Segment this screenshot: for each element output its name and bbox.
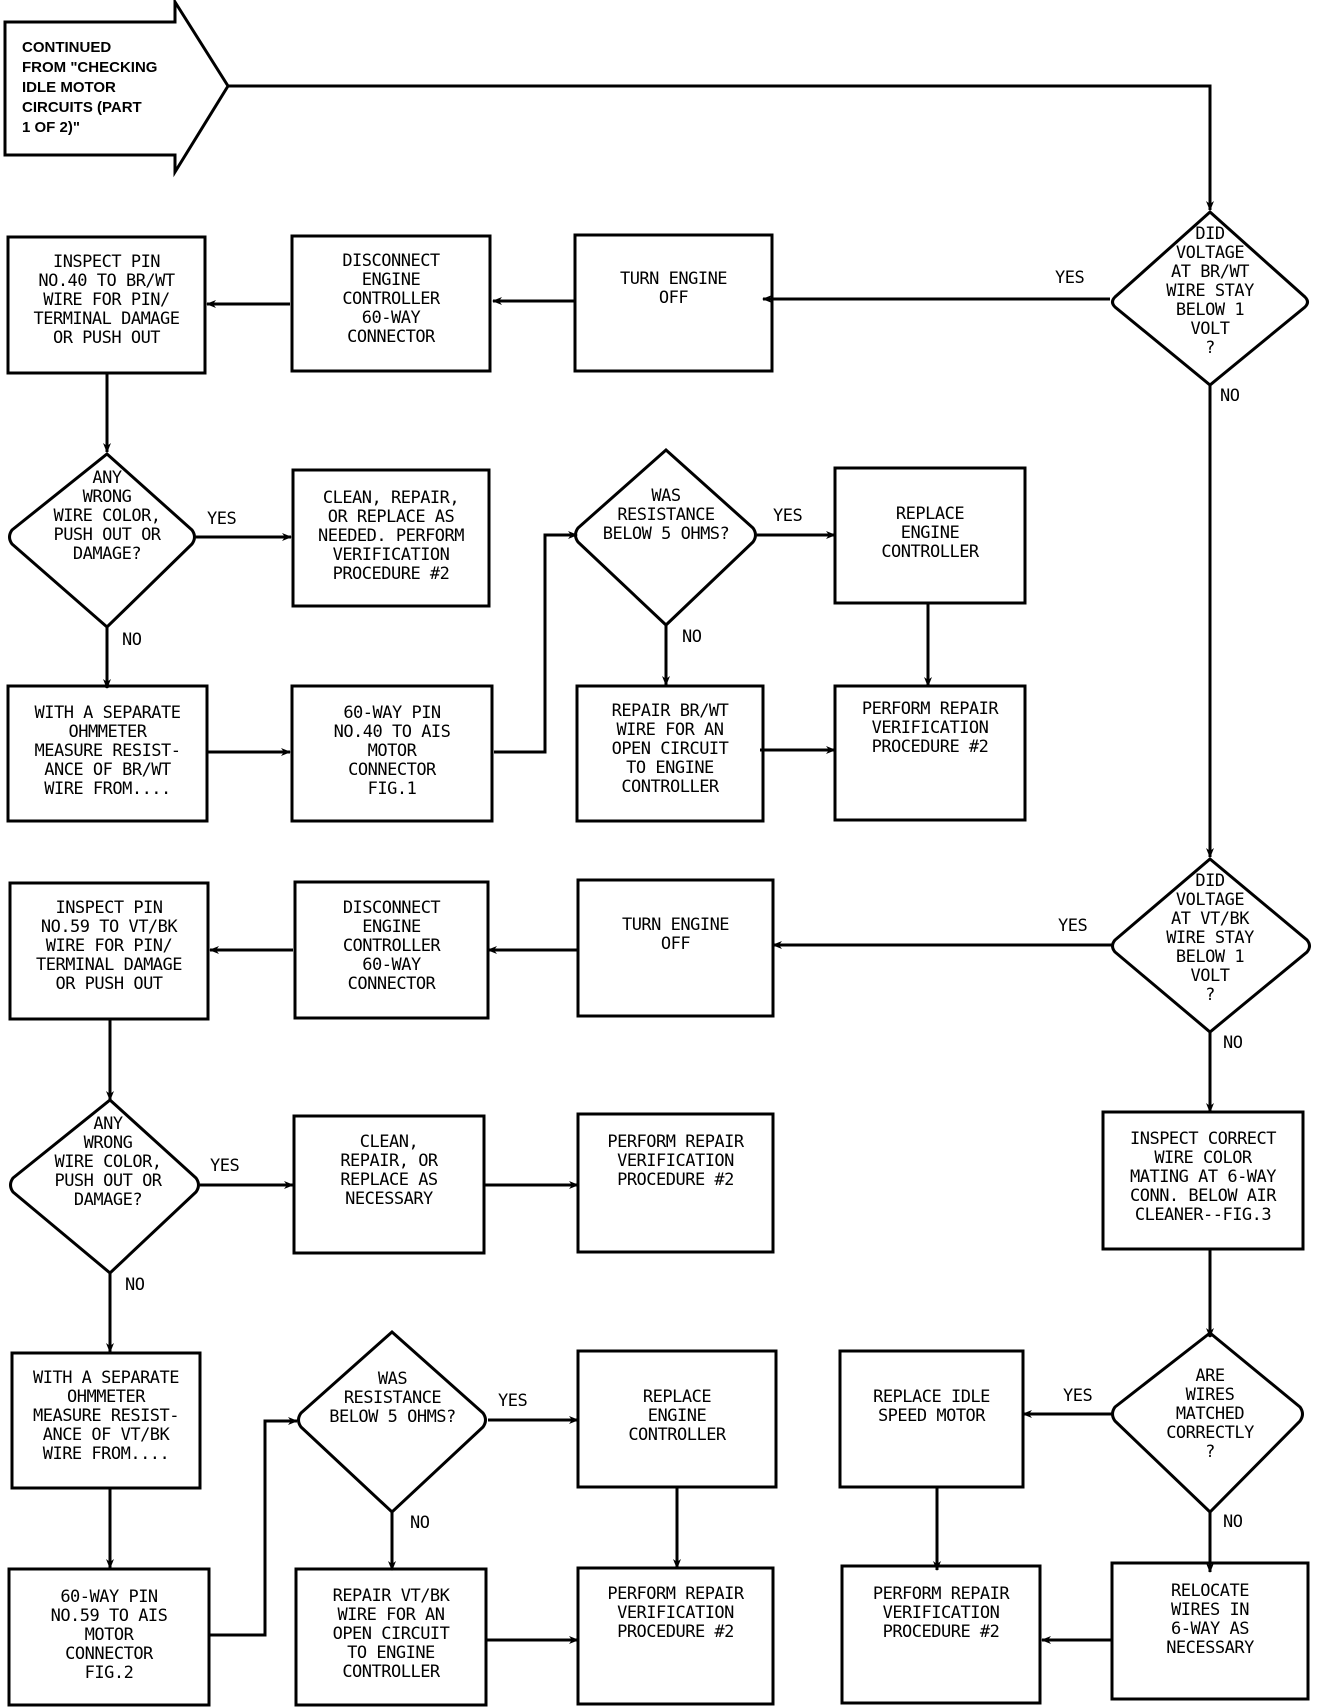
label-yes-decision7: YES (1063, 1386, 1093, 1406)
repair-vtbk-text: REPAIR VT/BK WIRE FOR AN OPEN CIRCUIT TO… (332, 1586, 450, 1682)
label-yes-decision5: YES (210, 1156, 240, 1176)
start-arrow-shape (3, 0, 230, 178)
edge-pin2-decision6 (208, 1417, 298, 1637)
node-decision-resistance-2 (297, 1329, 487, 1515)
replace-controller-2-text: REPLACE ENGINE CONTROLLER (628, 1387, 726, 1445)
turn-off-1-text: TURN ENGINE OFF (619, 269, 728, 308)
label-yes-decision3: YES (773, 506, 803, 526)
node-decision-resistance-1 (574, 447, 757, 628)
node-decision-voltage-vtbk (1111, 857, 1311, 1034)
clean-repair-2-text: CLEAN, REPAIR, OR REPLACE AS NECESSARY (340, 1132, 438, 1209)
node-disconnect-2 (293, 880, 490, 1020)
decision-resistance-2-text: WAS RESISTANCE BELOW 5 OHMS? (329, 1369, 456, 1427)
perform-verification-2a-text: PERFORM REPAIR VERIFICATION PROCEDURE #2 (607, 1132, 744, 1190)
label-no-decision5: NO (125, 1275, 145, 1295)
node-decision-matched (1111, 1331, 1304, 1515)
label-yes-decision2: YES (207, 509, 237, 529)
label-no-decision7: NO (1223, 1512, 1243, 1532)
label-no-decision2: NO (122, 630, 142, 650)
node-decision-wrong-1 (8, 452, 196, 630)
node-perform-verification-3 (840, 1564, 1042, 1705)
perform-verification-2b-text: PERFORM REPAIR VERIFICATION PROCEDURE #2 (607, 1584, 744, 1642)
node-pin-59-ais (7, 1567, 211, 1707)
node-clean-repair-2 (292, 1114, 486, 1255)
relocate-wires-text: RELOCATE WIRES IN 6-WAY AS NECESSARY (1166, 1581, 1254, 1658)
node-turn-off-2 (576, 878, 775, 1018)
inspect-wire-color-text: INSPECT CORRECT WIRE COLOR MATING AT 6-W… (1129, 1129, 1277, 1225)
disconnect-1-text: DISCONNECT ENGINE CONTROLLER 60-WAY CONN… (342, 251, 440, 347)
node-inspect-pin-59 (8, 881, 210, 1021)
node-pin-40-ais (290, 684, 494, 823)
label-yes-decision6: YES (498, 1391, 528, 1411)
repair-brwt-text: REPAIR BR/WT WIRE FOR AN OPEN CIRCUIT TO… (611, 701, 729, 797)
node-perform-verification-2b (576, 1566, 775, 1706)
node-perform-verification-1 (833, 684, 1027, 822)
label-no-decision1: NO (1220, 386, 1240, 406)
decision-matched-text: ARE WIRES MATCHED CORRECTLY ? (1166, 1366, 1254, 1462)
label-no-decision4: NO (1223, 1033, 1243, 1053)
decision-voltage-vtbk-text: DID VOLTAGE AT VT/BK WIRE STAY BELOW 1 V… (1166, 871, 1254, 1005)
node-decision-voltage-brwt (1111, 209, 1309, 387)
node-ohmmeter-2 (10, 1351, 202, 1490)
disconnect-2-text: DISCONNECT ENGINE CONTROLLER 60-WAY CONN… (342, 898, 441, 994)
node-turn-off-1 (573, 233, 774, 373)
label-no-decision3: NO (682, 627, 702, 647)
ohmmeter-1-text: WITH A SEPARATE OHMMETER MEASURE RESIST-… (34, 703, 181, 799)
node-replace-controller-2 (576, 1349, 778, 1489)
pin-40-ais-text: 60-WAY PIN NO.40 TO AIS MOTOR CONNECTOR … (333, 703, 451, 799)
node-replace-idle-motor (838, 1349, 1025, 1489)
node-replace-controller-1 (833, 466, 1027, 605)
node-ohmmeter-1 (6, 684, 209, 823)
label-yes-decision1: YES (1055, 268, 1085, 288)
node-repair-vtbk (294, 1567, 488, 1707)
decision-voltage-brwt-text: DID VOLTAGE AT BR/WT WIRE STAY BELOW 1 V… (1166, 224, 1254, 358)
node-inspect-pin-40 (6, 235, 207, 375)
replace-idle-motor-text: REPLACE IDLE SPEED MOTOR (873, 1387, 990, 1426)
clean-repair-1-text: CLEAN, REPAIR, OR REPLACE AS NEEDED. PER… (317, 488, 465, 584)
replace-controller-1-text: REPLACE ENGINE CONTROLLER (881, 504, 979, 562)
decision-resistance-1-text: WAS RESISTANCE BELOW 5 OHMS? (602, 486, 730, 544)
node-perform-verification-2a (576, 1112, 775, 1254)
label-yes-decision4: YES (1058, 916, 1088, 936)
turn-off-2-text: TURN ENGINE OFF (621, 915, 730, 954)
decision-wrong-1-text: ANY WRONG WIRE COLOR, PUSH OUT OR DAMAGE… (53, 468, 161, 564)
ohmmeter-2-text: WITH A SEPARATE OHMMETER MEASURE RESIST-… (32, 1368, 180, 1464)
node-inspect-wire-color (1101, 1110, 1305, 1251)
pin-59-ais-text: 60-WAY PIN NO.59 TO AIS MOTOR CONNECTOR … (50, 1587, 168, 1683)
start-continuation-text: CONTINUED FROM "CHECKING IDLE MOTOR CIRC… (22, 39, 158, 136)
node-decision-wrong-2 (9, 1098, 200, 1276)
perform-verification-1-text: PERFORM REPAIR VERIFICATION PROCEDURE #2 (861, 699, 999, 757)
inspect-pin-40-text: INSPECT PIN NO.40 TO BR/WT WIRE FOR PIN/… (33, 252, 180, 348)
node-disconnect-1 (290, 234, 492, 373)
decision-wrong-2-text: ANY WRONG WIRE COLOR, PUSH OUT OR DAMAGE… (54, 1114, 162, 1210)
node-relocate-wires (1110, 1561, 1310, 1701)
node-clean-repair-1 (291, 468, 491, 608)
edge-pin1-decision3 (494, 531, 578, 754)
edge-start-to-decision1 (228, 84, 1214, 211)
node-repair-brwt (575, 684, 765, 823)
perform-verification-3-text: PERFORM REPAIR VERIFICATION PROCEDURE #2 (872, 1584, 1010, 1642)
inspect-pin-59-text: INSPECT PIN NO.59 TO VT/BK WIRE FOR PIN/… (35, 898, 183, 994)
label-no-decision6: NO (410, 1513, 430, 1533)
